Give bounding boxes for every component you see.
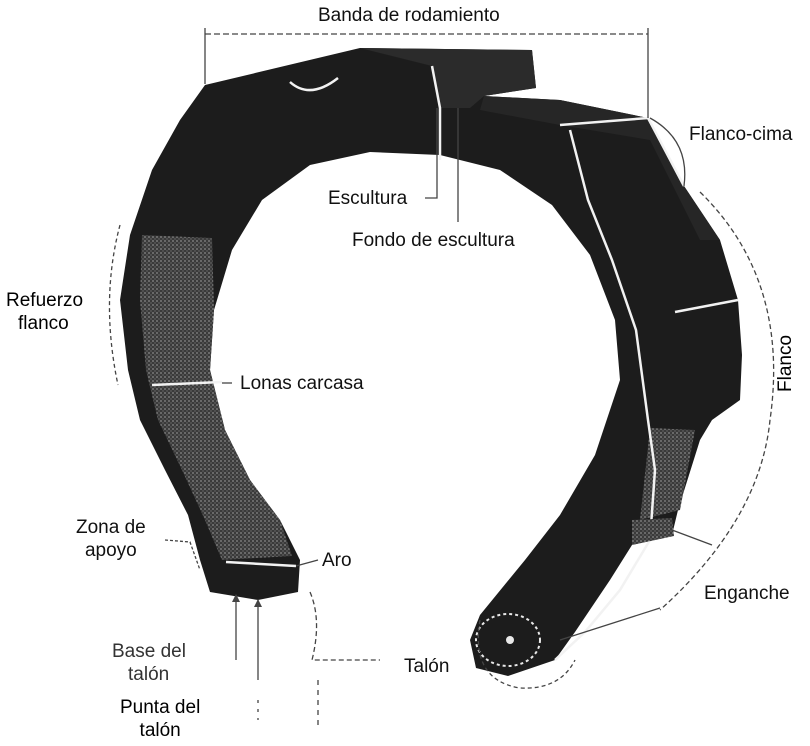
- label-bead-base-line2: talón: [112, 664, 186, 687]
- hook-bump: [632, 518, 674, 545]
- label-sidewall: Flanco: [775, 335, 798, 392]
- label-sidewall-reinforcement-line2: flanco: [6, 313, 83, 336]
- label-bead-toe: Punta del talón: [120, 697, 200, 743]
- label-shoulder: Flanco-cima: [689, 124, 792, 147]
- label-support-zone-line2: apoyo: [76, 540, 146, 563]
- label-bead-toe-line1: Punta del: [120, 697, 200, 720]
- label-sidewall-reinforcement-line1: Refuerzo: [6, 290, 83, 313]
- label-bead-base-line1: Base del: [112, 641, 186, 664]
- label-support-zone: Zona de apoyo: [76, 517, 146, 563]
- label-sculpture: Escultura: [328, 188, 407, 211]
- label-bead-wire: Aro: [322, 550, 352, 573]
- leader-support-zone: [165, 540, 200, 570]
- label-carcass-plies: Lonas carcasa: [240, 373, 364, 396]
- leader-hook: [672, 530, 712, 545]
- label-sculpture-bottom: Fondo de escultura: [352, 230, 515, 253]
- label-bead: Talón: [404, 656, 449, 679]
- label-bead-toe-line2: talón: [120, 720, 200, 743]
- bead-core-right: [506, 636, 514, 644]
- leader-talon-bracket: [310, 592, 380, 660]
- label-bead-base: Base del talón: [112, 641, 186, 687]
- arrow-bead-toe: [254, 599, 262, 607]
- label-hook: Enganche: [704, 583, 790, 606]
- label-tread: Banda de rodamiento: [318, 5, 500, 28]
- tire-body: [120, 48, 742, 676]
- label-sidewall-reinforcement: Refuerzo flanco: [6, 290, 83, 336]
- label-support-zone-line1: Zona de: [76, 517, 146, 540]
- leader-reinforcement: [109, 225, 120, 385]
